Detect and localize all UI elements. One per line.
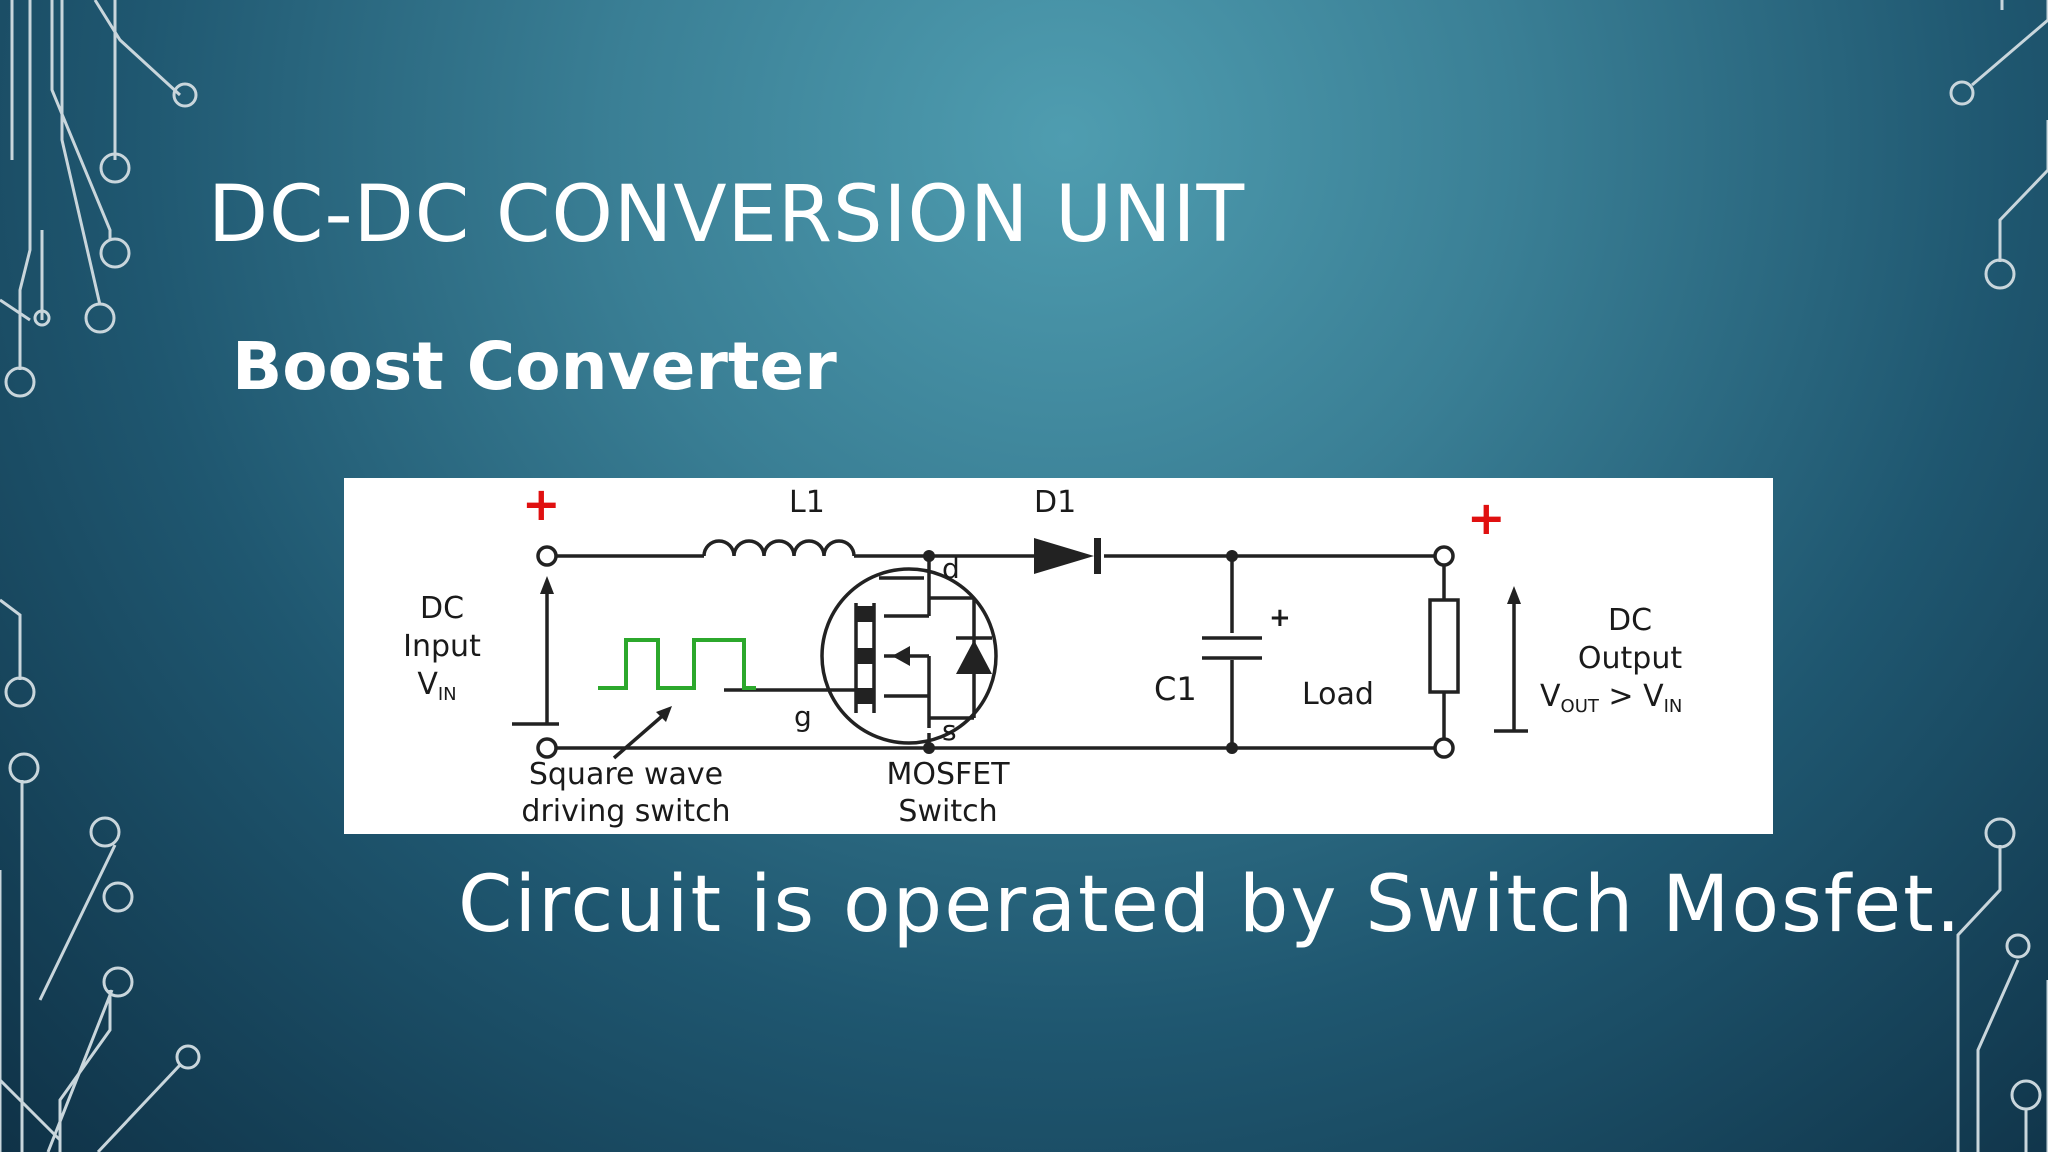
output-plus-sign: + xyxy=(1467,491,1506,545)
output-label-line3: VOUT > VIN xyxy=(1540,679,1682,717)
input-label-line3: VIN xyxy=(417,667,456,705)
inductor-label: L1 xyxy=(789,485,825,520)
capacitor-plus: + xyxy=(1269,603,1291,633)
mosfet-circle xyxy=(820,567,998,745)
inductor-coil xyxy=(702,539,856,557)
capacitor-label: C1 xyxy=(1154,670,1197,708)
output-terminal-bottom xyxy=(1433,737,1455,759)
load-resistor xyxy=(1428,598,1460,694)
output-label-line2: Output xyxy=(1578,641,1682,676)
input-plus-sign: + xyxy=(522,478,561,531)
square-wave-label-line2: driving switch xyxy=(521,794,730,829)
slide-caption: Circuit is operated by Switch Mosfet. xyxy=(458,860,1963,950)
slide-subtitle: Boost Converter xyxy=(232,328,837,405)
boost-converter-schematic: + + L1 D1 d g s C1 + Load DC Input VIN S… xyxy=(344,478,1773,834)
input-label-line2: Input xyxy=(403,629,481,664)
mosfet-label-line1: MOSFET xyxy=(886,757,1010,792)
input-label-line1: DC xyxy=(420,591,464,626)
drain-label: d xyxy=(942,552,960,585)
source-label: s xyxy=(942,714,957,747)
output-terminal-top xyxy=(1433,545,1455,567)
square-wave-signal xyxy=(598,638,756,690)
diode-label: D1 xyxy=(1034,485,1076,520)
circuit-trace-decoration-left xyxy=(0,0,201,1152)
square-wave-label-line1: Square wave xyxy=(529,757,723,792)
circuit-trace-decoration-right xyxy=(1949,0,2048,1152)
gate-label: g xyxy=(794,700,812,733)
slide-title: DC-DC CONVERSION UNIT xyxy=(208,170,1246,260)
input-terminal-bottom xyxy=(536,737,558,759)
load-label: Load xyxy=(1302,677,1374,712)
diode-d1 xyxy=(1034,538,1094,574)
output-label-line1: DC xyxy=(1608,603,1652,638)
mosfet-label-line2: Switch xyxy=(898,794,997,829)
input-terminal-top xyxy=(536,545,558,567)
